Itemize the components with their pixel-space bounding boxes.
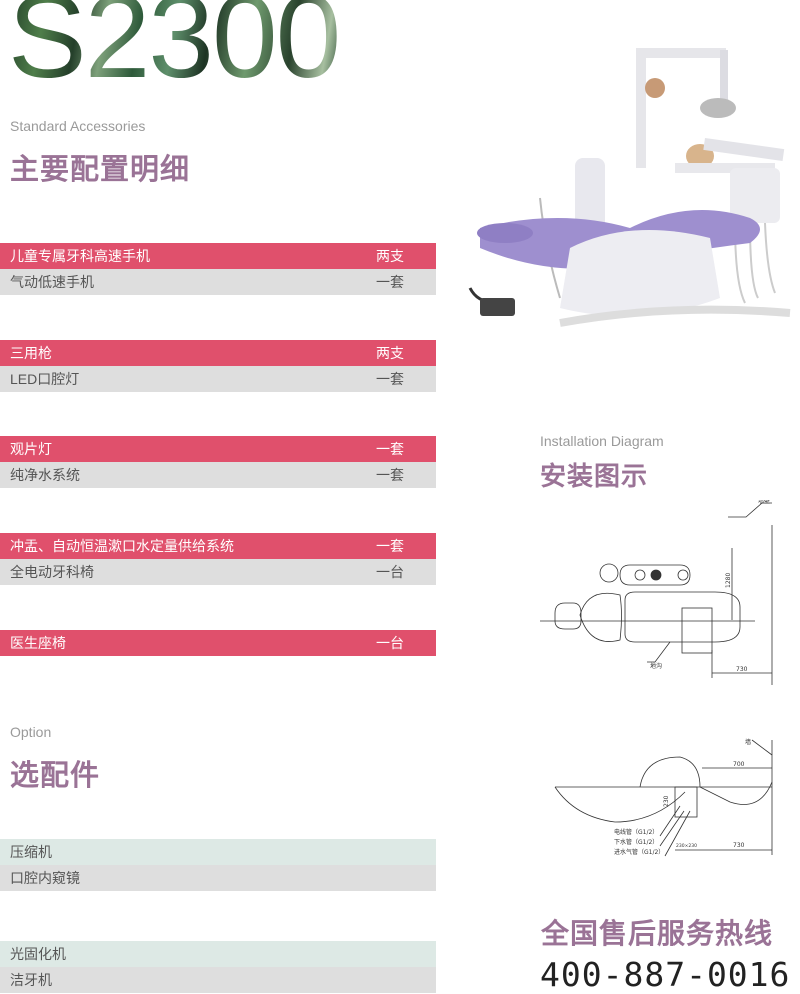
label-pipe-electric: 电线管（G1/2） <box>614 828 658 836</box>
table-row: 口腔内窥镜 <box>0 865 436 891</box>
table-row: 气动低速手机 一套 <box>0 269 436 295</box>
item-name: 医生座椅 <box>10 635 66 651</box>
hotline-label: 全国售后服务热线 <box>541 918 774 949</box>
table-row: LED口腔灯 一套 <box>0 366 436 392</box>
item-name: LED口腔灯 <box>10 371 80 387</box>
item-qty: 一套 <box>376 371 404 387</box>
table-row: 光固化机 <box>0 941 436 967</box>
item-qty: 一台 <box>376 635 404 651</box>
standard-title: 主要配置明细 <box>10 154 191 186</box>
label-700: 700 <box>733 761 745 768</box>
installation-diagram: 墙壁 1280 地沟 730 墙 700 230 230×230 730 电线管… <box>540 500 773 857</box>
item-name: 纯净水系统 <box>10 467 80 483</box>
item-name: 口腔内窥镜 <box>10 870 80 886</box>
item-qty: 两支 <box>376 248 404 264</box>
installation-subtitle: Installation Diagram <box>540 433 664 449</box>
table-row: 洁牙机 <box>0 967 436 993</box>
table-row: 冲盂、自动恒温漱口水定量供给系统 一套 <box>0 533 436 559</box>
label-pipe-drain: 下水管（G1/2） <box>614 838 658 846</box>
table-row: 三用枪 两支 <box>0 340 436 366</box>
table-row: 压缩机 <box>0 839 436 865</box>
item-name: 冲盂、自动恒温漱口水定量供给系统 <box>10 538 234 554</box>
hotline-phone: 400-887-0016 <box>540 955 791 994</box>
item-name: 观片灯 <box>10 441 52 457</box>
table-row: 儿童专属牙科高速手机 两支 <box>0 243 436 269</box>
item-name: 全电动牙科椅 <box>10 564 94 580</box>
table-row: 纯净水系统 一套 <box>0 462 436 488</box>
item-qty: 一台 <box>376 564 404 580</box>
label-730-top: 730 <box>736 666 748 673</box>
item-name: 三用枪 <box>10 345 52 361</box>
installation-title: 安装图示 <box>540 461 649 491</box>
table-row: 观片灯 一套 <box>0 436 436 462</box>
item-qty: 一套 <box>376 467 404 483</box>
item-qty: 一套 <box>376 274 404 290</box>
item-qty: 一套 <box>376 538 404 554</box>
item-name: 光固化机 <box>10 946 66 962</box>
label-wall-side: 墙 <box>745 738 751 746</box>
label-230: 230 <box>663 795 670 807</box>
option-title: 选配件 <box>10 760 101 792</box>
model-title: S2300 <box>8 0 341 96</box>
label-pipe-inlet: 进水气管（G1/2） <box>614 848 664 856</box>
table-row: 全电动牙科椅 一台 <box>0 559 436 585</box>
standard-subtitle: Standard Accessories <box>10 118 146 134</box>
dental-chair-image <box>468 48 791 327</box>
item-name: 洁牙机 <box>10 972 52 988</box>
item-name: 气动低速手机 <box>10 274 94 290</box>
item-name: 压缩机 <box>10 844 52 860</box>
item-name: 儿童专属牙科高速手机 <box>10 248 150 264</box>
label-floor-box: 地沟 <box>650 662 662 670</box>
item-qty: 一套 <box>376 441 404 457</box>
item-qty: 两支 <box>376 345 404 361</box>
label-1280: 1280 <box>725 573 732 588</box>
label-wall-top: 墙壁 <box>758 500 770 505</box>
table-row: 医生座椅 一台 <box>0 630 436 656</box>
label-230x230: 230×230 <box>676 843 697 849</box>
option-subtitle: Option <box>10 724 52 740</box>
label-730-bottom: 730 <box>733 842 745 849</box>
